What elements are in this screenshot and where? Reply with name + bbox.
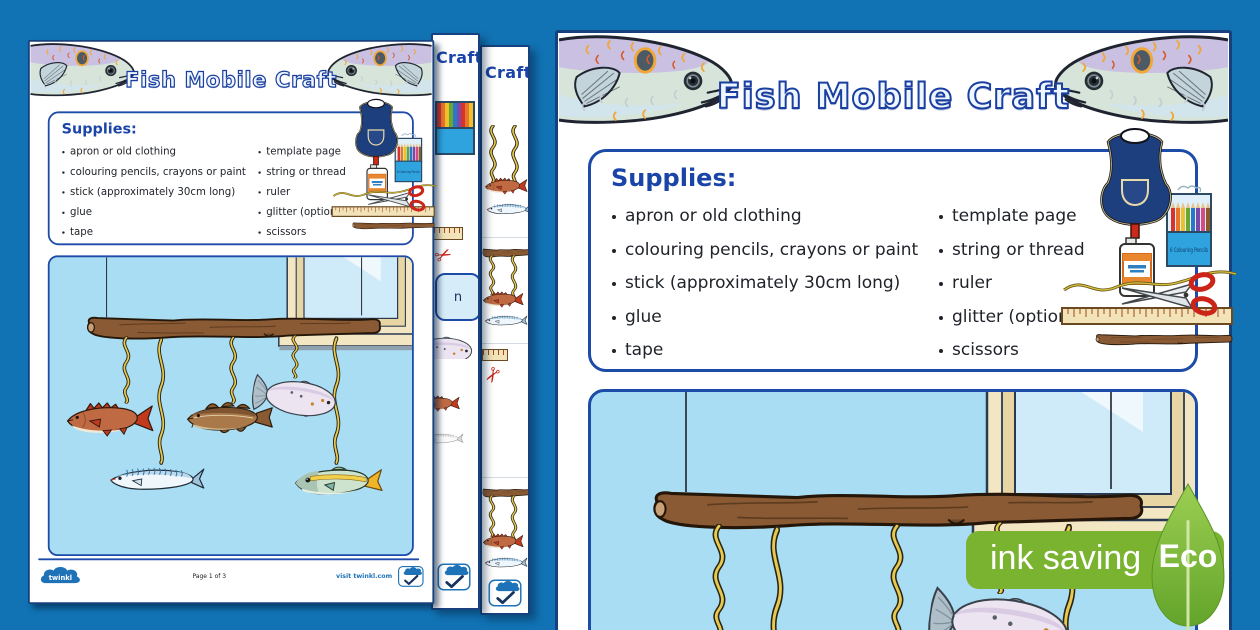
pencil-box-fragment-icon [435, 127, 475, 155]
supply-item: ruler [258, 187, 390, 198]
caption-fragment-text: n [453, 289, 463, 305]
supply-item: stick (approximately 30cm long) [611, 274, 911, 293]
yellow-string [774, 530, 781, 630]
apron-icon [1100, 128, 1172, 226]
fish-mobile-picture [47, 255, 414, 556]
stick-icon [352, 222, 435, 230]
page-number-label: Page 1 of 3 [192, 573, 227, 580]
worksheet-page-enlarged: Fish Mobile Craft Supplies: apron or old… [555, 30, 1237, 630]
divider [482, 343, 528, 344]
supply-item: template page [258, 146, 390, 158]
eco-leaf-icon [1151, 482, 1225, 630]
stacked-page-3: Craft ✂ [480, 45, 530, 615]
fish-mobile-scene [66, 257, 412, 496]
supply-item: glitter (optional) [258, 207, 390, 218]
apron-icon [355, 98, 399, 158]
scissors-icon [1121, 272, 1218, 316]
supplies-list-col1: apron or old clothing colouring pencils,… [611, 207, 918, 376]
supplies-list-col2: template page string or thread ruler gli… [938, 207, 1158, 376]
supplies-heading: Supplies: [611, 164, 737, 192]
scissors-icon: ✂ [480, 361, 507, 389]
brown-fish-icon [186, 401, 273, 434]
twinkl-logo-text: twinkl [49, 574, 72, 582]
worksheet-sheet: Fish Mobile Craft Supplies: apron or old… [555, 30, 1237, 630]
scissors-icon [368, 185, 426, 212]
pencil-box-fragment-icon [435, 101, 475, 127]
stick-icon [1095, 334, 1233, 346]
mobile-step-fragment-icon [482, 248, 528, 326]
colouring-pencils-icon: 6 Colouring Pencils [1166, 185, 1212, 267]
supplies-panel: Supplies: apron or old clothing colourin… [47, 111, 414, 248]
page-title: Fish Mobile Craft [125, 68, 338, 93]
fish-fragment-icon [433, 395, 460, 412]
yellow-string [159, 340, 163, 463]
supplies-list-col2: template page string or thread ruler gli… [258, 146, 390, 248]
supply-item: string or thread [258, 167, 390, 178]
supply-item: glitter (optional) [938, 308, 1158, 327]
sheet-footer: twinkl Page 1 of 3 visit twinkl.com [38, 563, 424, 589]
eco-label: Eco [1158, 538, 1218, 574]
pencil-box-label: 6 Colouring Pencils [1170, 247, 1208, 254]
craft-supplies-illustration: 6 Colouring Pencils [1061, 128, 1237, 346]
supply-item: scissors [938, 341, 1158, 360]
window-illustration [278, 257, 412, 351]
supply-item: stick (approximately 30cm long) [62, 187, 242, 198]
page2-title-fragment: Craft [436, 48, 480, 67]
craft-supplies-illustration: 6 Colouring Pencils [331, 98, 437, 230]
supplies-panel: Supplies: apron or old clothing colourin… [588, 149, 1198, 372]
supply-item: apron or old clothing [62, 146, 242, 158]
scissors-icon: ✂ [431, 240, 457, 270]
yellow-string [894, 526, 901, 630]
fish-fragment-icon [433, 336, 473, 359]
mackerel-fish-icon [110, 467, 205, 490]
supply-item: colouring pencils, crayons or paint [611, 241, 918, 260]
divider [482, 237, 528, 238]
supplies-heading: Supplies: [61, 120, 137, 138]
fish-mobile-scene [652, 392, 1195, 630]
worksheet-sheet: Fish Mobile Craft Supplies: apron or old… [28, 40, 437, 604]
supply-item: scissors [258, 227, 390, 238]
ink-saving-label: ink saving [990, 539, 1142, 577]
supply-item: glue [62, 207, 242, 218]
yellow-string [229, 336, 238, 404]
caption-box-fragment: n [435, 273, 478, 321]
supply-item: string or thread [938, 241, 1158, 260]
supply-item: tape [62, 227, 242, 238]
fish-mobile-picture [588, 389, 1198, 630]
pencil-box-label: 6 Colouring Pencils [397, 170, 420, 174]
ruler-icon [331, 206, 435, 218]
supplies-list-col1: apron or old clothing colouring pencils,… [62, 146, 246, 248]
supply-item: colouring pencils, crayons or paint [62, 167, 246, 178]
page-title: Fish Mobile Craft [716, 76, 1071, 118]
green-fish-icon [295, 466, 383, 496]
supply-item: ruler [938, 274, 1158, 293]
supply-item: apron or old clothing [611, 207, 911, 226]
ruler-icon [1061, 307, 1233, 325]
worksheet-page-front: Fish Mobile Craft Supplies: apron or old… [28, 40, 437, 605]
yellow-string [716, 526, 723, 630]
twinkl-logo: twinkl [40, 566, 80, 584]
ruler-fragment-icon [482, 349, 508, 361]
visit-twinkl-label: visit twinkl.com [335, 572, 393, 580]
divider [482, 477, 528, 478]
twinkl-quality-badge-icon [437, 563, 471, 591]
footer-divider [38, 558, 420, 560]
red-fish-icon [66, 402, 154, 437]
supply-item: tape [611, 341, 911, 360]
fish-outline-fragment-icon [433, 433, 464, 444]
mobile-step-fragment-icon [482, 488, 528, 568]
stacked-page-2: Craft ✂ n [431, 33, 480, 610]
page3-title-fragment: Craft [485, 63, 530, 82]
twinkl-quality-badge-icon [488, 579, 522, 607]
supply-item: glue [611, 308, 911, 327]
colouring-pencils-icon: 6 Colouring Pencils [394, 133, 423, 183]
yellow-string [122, 336, 131, 404]
supply-item: template page [938, 207, 1158, 226]
twinkl-quality-badge-icon [397, 565, 424, 588]
fish-template-fragment-icon [484, 125, 528, 215]
